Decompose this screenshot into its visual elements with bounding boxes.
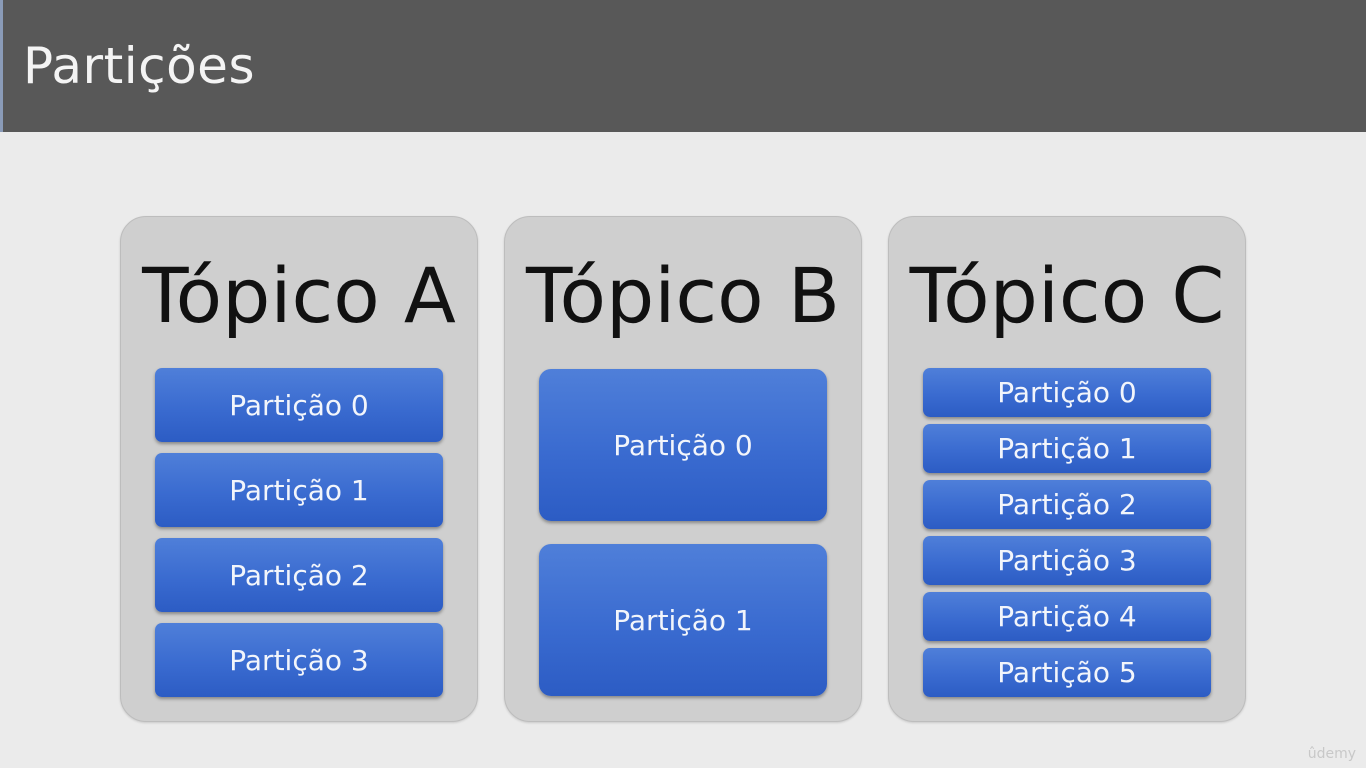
udemy-watermark: ûdemy bbox=[1307, 746, 1356, 762]
topic-c-partition-0: Partição 0 bbox=[923, 368, 1211, 417]
topic-c-title: Tópico C bbox=[909, 251, 1225, 340]
topic-c-box: Tópico C Partição 0 Partição 1 Partição … bbox=[888, 216, 1246, 722]
topic-c-partition-1: Partição 1 bbox=[923, 424, 1211, 473]
topic-c-partition-5: Partição 5 bbox=[923, 648, 1211, 697]
topic-a-title: Tópico A bbox=[142, 251, 456, 340]
slide-header: Partições bbox=[0, 0, 1366, 132]
topic-b-title: Tópico B bbox=[526, 251, 840, 340]
topic-a-box: Tópico A Partição 0 Partição 1 Partição … bbox=[120, 216, 478, 722]
topic-a-partition-1: Partição 1 bbox=[155, 453, 443, 527]
slide-title: Partições bbox=[23, 37, 255, 95]
topic-b-partition-1: Partição 1 bbox=[539, 544, 827, 696]
topic-a-partition-0: Partição 0 bbox=[155, 368, 443, 442]
topic-a-partition-3: Partição 3 bbox=[155, 623, 443, 697]
topic-c-partition-2: Partição 2 bbox=[923, 480, 1211, 529]
topic-a-partition-2: Partição 2 bbox=[155, 538, 443, 612]
topic-b-box: Tópico B Partição 0 Partição 1 bbox=[504, 216, 862, 722]
topic-b-partition-0: Partição 0 bbox=[539, 369, 827, 521]
topic-c-partition-3: Partição 3 bbox=[923, 536, 1211, 585]
topic-c-partition-4: Partição 4 bbox=[923, 592, 1211, 641]
